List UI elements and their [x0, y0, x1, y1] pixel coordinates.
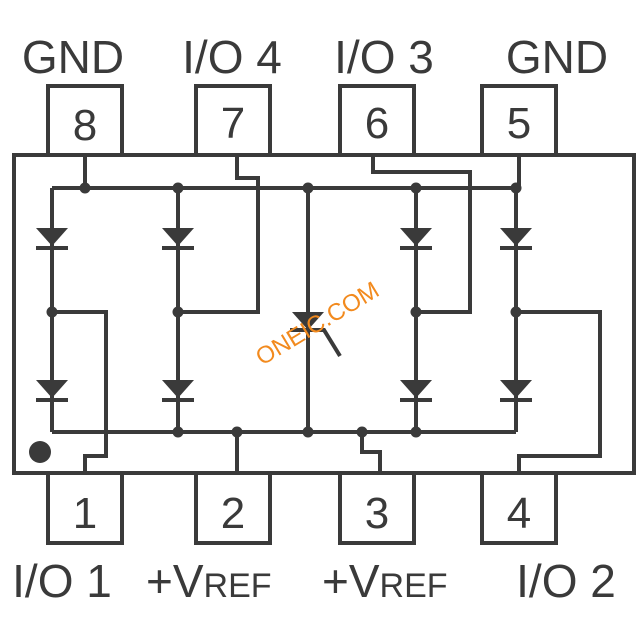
- diode-2-lower: [162, 380, 194, 398]
- junction-dot: [172, 426, 184, 438]
- diode-3-upper: [400, 228, 432, 246]
- pin-2-box: [194, 471, 272, 545]
- junction-dot: [172, 306, 184, 318]
- junction-dot: [510, 182, 522, 194]
- junction-dot: [79, 182, 91, 194]
- pin-3-number: 3: [365, 489, 389, 538]
- diode-2-upper: [162, 228, 194, 246]
- pin-1-indicator-dot: [29, 441, 51, 463]
- watermark-text: ONEIC.COM: [251, 277, 384, 372]
- pin-3-label-sub: REF: [380, 567, 448, 605]
- diode-1-upper: [36, 228, 68, 246]
- wire-pin-1: [52, 310, 108, 473]
- package-body: [12, 153, 636, 475]
- pin-7-box: [194, 84, 272, 157]
- pin-2-label: +VREF: [146, 555, 272, 607]
- pin-6-label: I/O 3: [334, 31, 434, 83]
- junction-dot: [410, 426, 422, 438]
- junction-dot: [302, 426, 314, 438]
- pin-2-number: 2: [221, 489, 245, 538]
- junction-dot: [510, 306, 522, 318]
- diode-1-lower: [36, 380, 68, 398]
- pin-8-label: GND: [22, 31, 124, 83]
- pin-6-box: [338, 84, 416, 157]
- pin-3-label-main: +V: [322, 555, 380, 607]
- junction-dot: [302, 182, 314, 194]
- pin-2-label-sub: REF: [204, 567, 272, 605]
- junction-dot: [410, 182, 422, 194]
- junction-dot: [231, 426, 243, 438]
- wire-pin-3: [360, 432, 382, 473]
- pin-5-label: GND: [506, 31, 608, 83]
- pin-3-box: [338, 471, 416, 545]
- zener-diode: [292, 312, 324, 330]
- junction-dot: [356, 426, 368, 438]
- pin-1-label: I/O 1: [12, 555, 112, 607]
- wire-pin-7: [178, 155, 260, 314]
- diode-3-lower: [400, 380, 432, 398]
- wire-pin-6: [371, 155, 472, 314]
- pin-3-label: +VREF: [322, 555, 448, 607]
- pin-2-label-main: +V: [146, 555, 204, 607]
- pin-4-number: 4: [507, 489, 531, 538]
- pin-7-number: 7: [221, 99, 245, 148]
- pin-6-number: 6: [365, 99, 389, 148]
- wire-pin-4: [516, 310, 602, 473]
- pin-5-number: 5: [507, 99, 531, 148]
- diode-4-lower: [500, 380, 532, 398]
- pin-1-number: 1: [73, 489, 97, 538]
- zener-diode-bar: [290, 328, 342, 358]
- junction-dot: [46, 306, 58, 318]
- pin-7-label: I/O 4: [182, 31, 282, 83]
- pin-4-box: [480, 471, 558, 545]
- junction-dot: [172, 182, 184, 194]
- pin-8-number: 8: [73, 101, 97, 150]
- pin-4-label: I/O 2: [516, 555, 616, 607]
- junction-dot: [410, 306, 422, 318]
- diode-4-upper: [500, 228, 532, 246]
- pin-1-box: [46, 471, 124, 545]
- pin-5-box: [480, 84, 558, 157]
